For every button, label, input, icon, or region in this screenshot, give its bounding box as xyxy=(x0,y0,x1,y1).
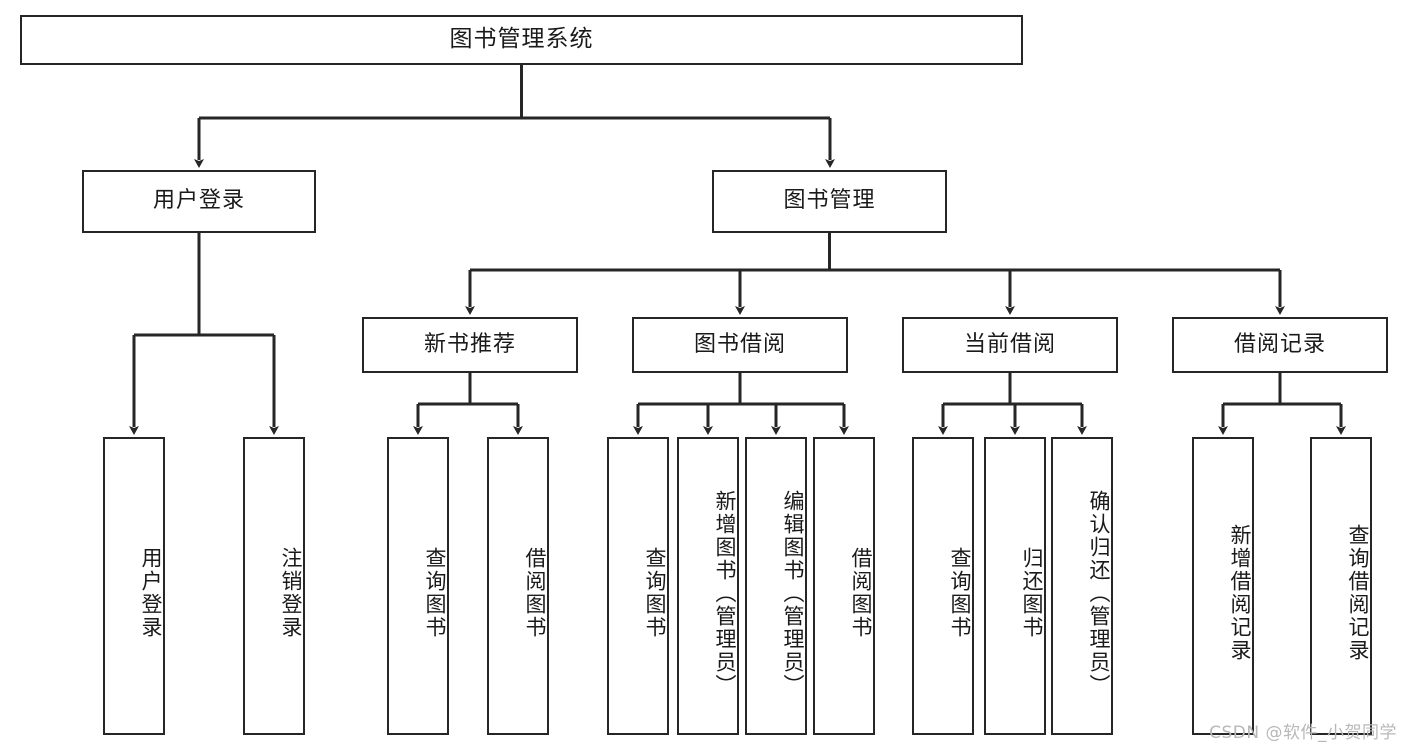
leaf-edit-book-admin[interactable]: 编辑图书（管理员） xyxy=(745,437,807,735)
leaf-add-borrow-record[interactable]: 新增借阅记录 xyxy=(1192,437,1254,735)
node-book-manage[interactable]: 图书管理 xyxy=(712,170,947,233)
leaf-query-book-recommend[interactable]: 查询图书 xyxy=(387,437,449,735)
leaf-logout-login[interactable]: 注销登录 xyxy=(243,437,305,735)
leaf-borrow-book[interactable]: 借阅图书 xyxy=(813,437,875,735)
leaf-confirm-return-admin[interactable]: 确认归还（管理员） xyxy=(1051,437,1113,735)
node-root[interactable]: 图书管理系统 xyxy=(20,15,1023,65)
leaf-user-login[interactable]: 用户登录 xyxy=(103,437,165,735)
node-new-book-recommend[interactable]: 新书推荐 xyxy=(362,317,578,373)
leaf-return-book[interactable]: 归还图书 xyxy=(984,437,1046,735)
node-current-borrow[interactable]: 当前借阅 xyxy=(902,317,1118,373)
leaf-borrow-book-recommend[interactable]: 借阅图书 xyxy=(487,437,549,735)
node-user-login[interactable]: 用户登录 xyxy=(82,170,316,233)
node-borrow-record[interactable]: 借阅记录 xyxy=(1172,317,1388,373)
leaf-query-book-current[interactable]: 查询图书 xyxy=(912,437,974,735)
leaf-query-borrow-record[interactable]: 查询借阅记录 xyxy=(1310,437,1372,735)
leaf-query-book-borrow[interactable]: 查询图书 xyxy=(607,437,669,735)
node-book-borrow[interactable]: 图书借阅 xyxy=(632,317,848,373)
csdn-watermark: CSDN @软件_小贺同学 xyxy=(1209,723,1397,743)
leaf-add-book-admin[interactable]: 新增图书（管理员） xyxy=(677,437,739,735)
